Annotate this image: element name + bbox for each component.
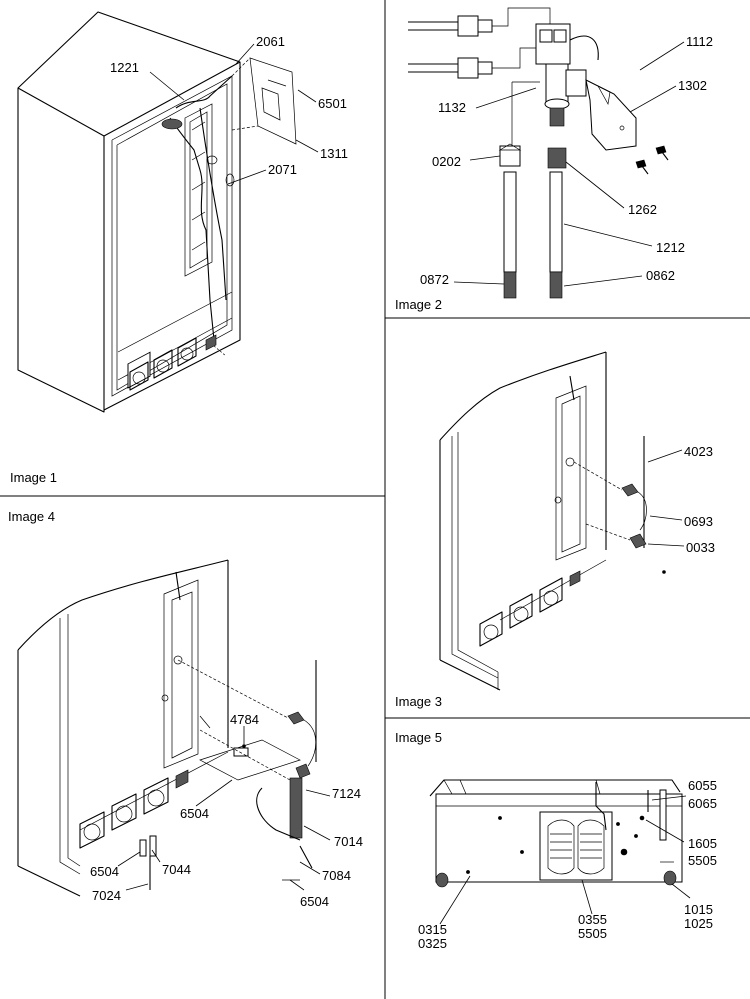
image-1-callout-1311: 1311: [320, 146, 348, 161]
image-1-callout-6501: 6501: [318, 96, 347, 111]
image-5-callout-5505-right: 5505: [688, 853, 717, 868]
image-2-callout-0872: 0872: [420, 272, 449, 287]
image-2-caption: Image 2: [395, 297, 442, 312]
image-5-callout-1605: 1605: [688, 836, 717, 851]
image-1-caption: Image 1: [10, 470, 57, 485]
image-4-callout-4784: 4784: [230, 712, 259, 727]
image-2-callout-0862: 0862: [646, 268, 675, 283]
image-3-callout-4023: 4023: [684, 444, 713, 459]
image-5-grille: [539, 811, 613, 881]
image-3-callout-0033: 0033: [686, 540, 715, 555]
image-3-caption: Image 3: [395, 694, 442, 709]
image-5-panel: 6055 6065 1605 5505 0315 0325 0355 5505 …: [395, 730, 717, 951]
image-3-callout-0693: 0693: [684, 514, 713, 529]
image-2-callout-1262: 1262: [628, 202, 657, 217]
image-2-panel: 1112 1302 1132 0202 1262 1212 0872 0862 …: [395, 7, 713, 312]
image-4-callout-7044: 7044: [162, 862, 191, 877]
image-4-caption: Image 4: [8, 509, 55, 524]
image-2-water-valve-drawing: [408, 7, 669, 299]
image-1-callout-2061: 2061: [256, 34, 285, 49]
image-5-base-drawing: [429, 779, 683, 888]
image-4-callout-6504-left: 6504: [90, 864, 119, 879]
image-2-callout-0202: 0202: [432, 154, 461, 169]
image-4-callout-7084: 7084: [322, 868, 351, 883]
image-2-callout-1302: 1302: [678, 78, 707, 93]
image-5-callout-6055: 6055: [688, 778, 717, 793]
image-4-callout-6504-lower: 6504: [300, 894, 329, 909]
image-1-cabinet-drawing: [17, 11, 297, 413]
image-3-panel: 4023 0693 0033 Image 3: [395, 351, 715, 709]
image-4-callout-6504-upper: 6504: [180, 806, 209, 821]
image-5-callout-6065: 6065: [688, 796, 717, 811]
image-4-panel: 4784 7124 6504 7014 6504 7044 7084 7024 …: [8, 509, 363, 909]
image-4-callout-7024: 7024: [92, 888, 121, 903]
image-5-callout-0325: 0325: [418, 936, 447, 951]
image-5-callout-1015: 1015: [684, 902, 713, 917]
image-1-compressor-area: [129, 334, 217, 391]
image-4-cabinet-drawing: [17, 559, 317, 897]
image-1-callout-1221: 1221: [110, 60, 139, 75]
image-2-callout-1212: 1212: [656, 240, 685, 255]
image-5-callout-0315: 0315: [418, 922, 447, 937]
image-3-cabinet-drawing: [439, 351, 666, 691]
image-2-screws: [635, 145, 669, 175]
image-1-callout-2071: 2071: [268, 162, 297, 177]
image-2-callout-1112: 1112: [686, 34, 713, 49]
image-5-callout-1025: 1025: [684, 916, 713, 931]
image-1-panel: 1221 2061 6501 1311 2071 Image 1: [10, 11, 348, 485]
image-5-callout-5505-bottom: 5505: [578, 926, 607, 941]
image-4-callout-7124: 7124: [332, 786, 361, 801]
image-2-callout-1132: 1132: [438, 100, 466, 115]
image-5-callout-0355: 0355: [578, 912, 607, 927]
image-4-callout-7014: 7014: [334, 834, 363, 849]
image-5-caption: Image 5: [395, 730, 442, 745]
